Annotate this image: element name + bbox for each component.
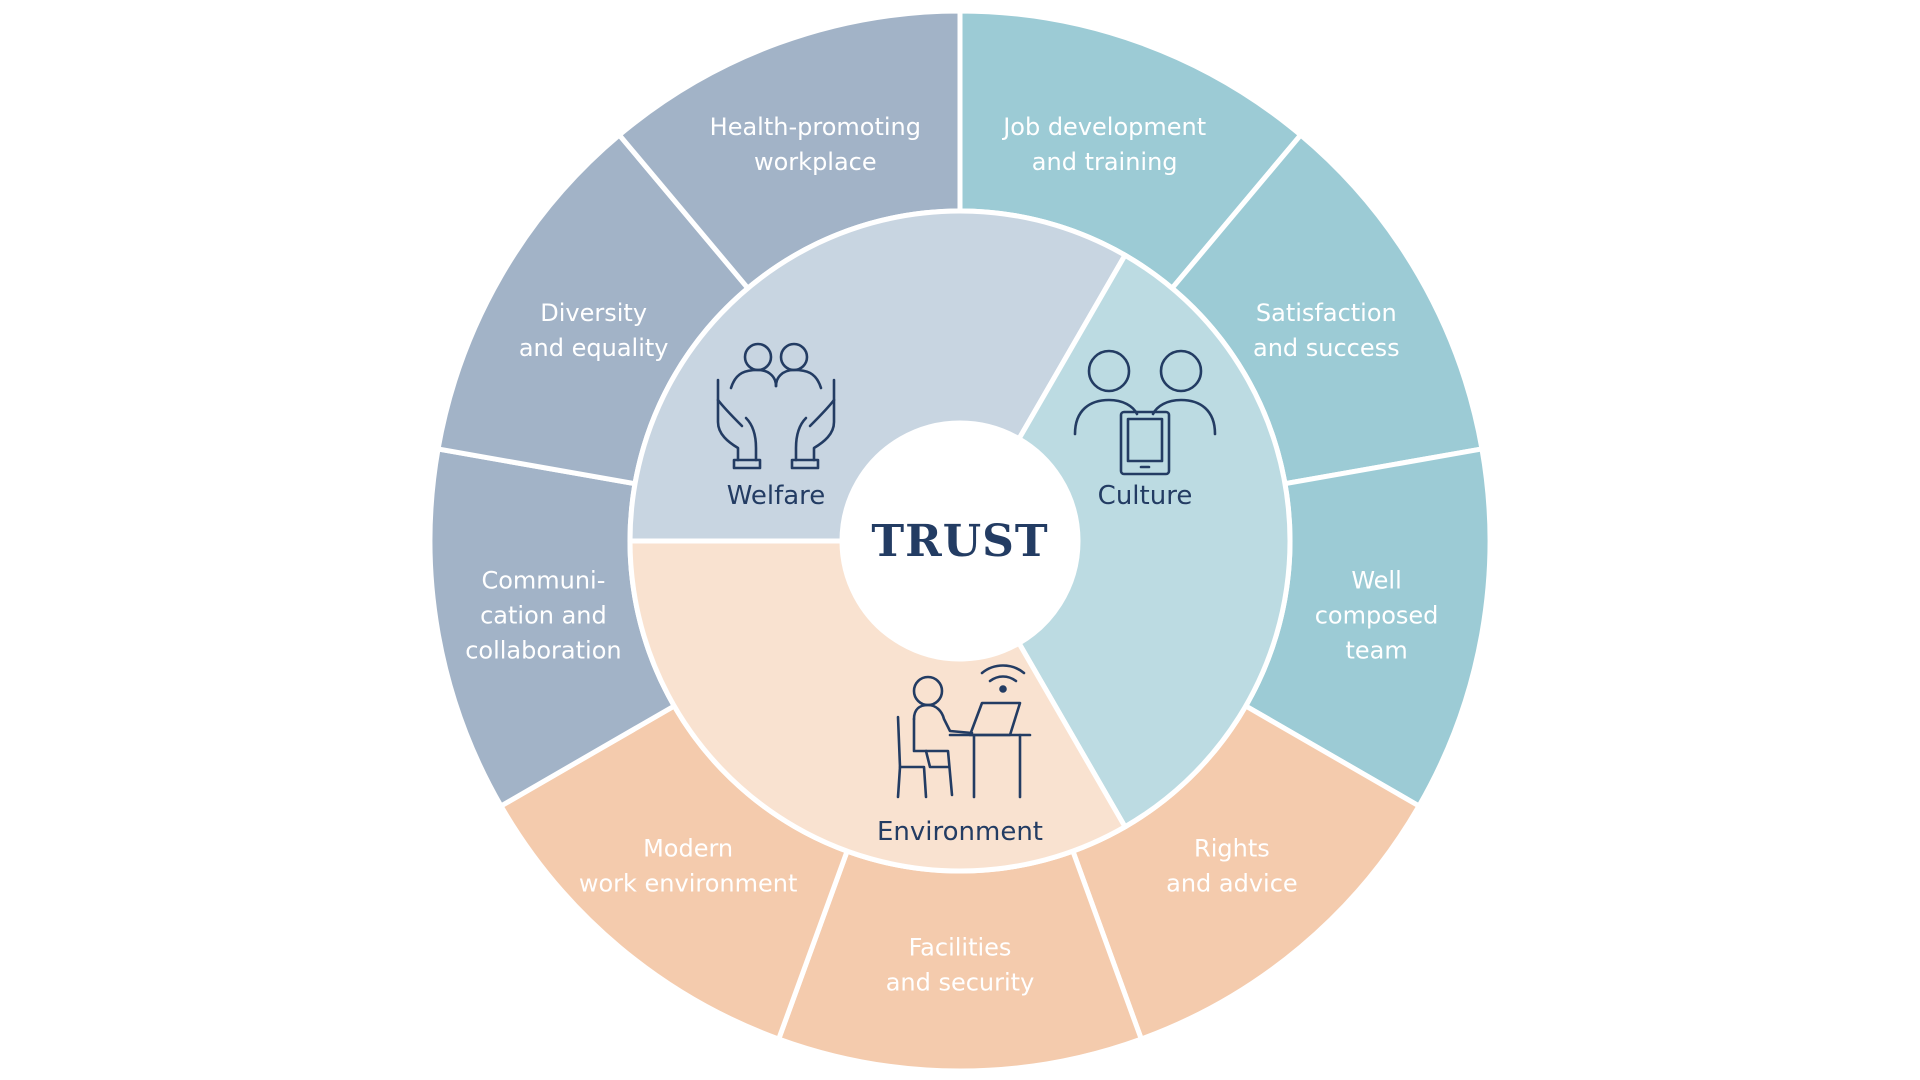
outer-segment-label-line: cation and <box>480 601 607 629</box>
outer-segment-label: Diversity and equality <box>519 299 669 362</box>
center-circle <box>842 423 1078 659</box>
inner-ring <box>627 208 1293 874</box>
inner-segment-label-welfare: Welfare <box>727 481 826 511</box>
caring-hands-people-icon <box>716 342 836 470</box>
outer-segment-label: Health-promoting workplace <box>710 113 921 176</box>
outer-segment-label: Job development and training <box>1001 113 1206 176</box>
outer-segment-label-line: Rights <box>1194 835 1270 863</box>
outer-segment-label: Rights and advice <box>1166 835 1298 898</box>
outer-segment-label-line: Well <box>1351 566 1401 594</box>
inner-segment-label-environment: Environment <box>877 817 1043 847</box>
outer-segment-label: Satisfaction and success <box>1253 299 1400 362</box>
outer-segment-label-line: Satisfaction <box>1256 299 1397 327</box>
outer-segment-label-line: Communi- <box>481 566 605 594</box>
center-label: TRUST <box>871 516 1048 567</box>
outer-segment-label-line: workplace <box>754 148 877 176</box>
outer-segment-label: Modern work environment <box>579 835 798 898</box>
outer-segment-label-line: Modern <box>643 835 733 863</box>
outer-segment-label-line: Health-promoting <box>710 113 921 141</box>
outer-segment-label-line: team <box>1345 636 1407 664</box>
outer-segment-label: Facilities and security <box>886 934 1035 997</box>
outer-segment-label-line: Job development <box>1001 113 1206 141</box>
outer-segment-label-line: and success <box>1253 334 1400 362</box>
outer-segment-label-line: and equality <box>519 334 669 362</box>
outer-segment-label: Well composed team <box>1315 566 1439 664</box>
outer-segment-label-line: Facilities <box>909 934 1012 962</box>
outer-segment-label-line: composed <box>1315 601 1439 629</box>
person-at-laptop-icon <box>896 664 1032 799</box>
outer-segment-label-line: and advice <box>1166 870 1298 898</box>
outer-segment-label-line: and training <box>1032 148 1178 176</box>
outer-ring <box>427 8 1493 1074</box>
outer-segment-label-line: and security <box>886 969 1035 997</box>
inner-segment-label-culture: Culture <box>1098 481 1193 511</box>
outer-segment-label-line: work environment <box>579 870 798 898</box>
outer-segment-label: Communi-cation and collaboration <box>465 566 621 664</box>
outer-segment-label-line: collaboration <box>465 636 621 664</box>
people-with-tablet-icon <box>1073 349 1217 476</box>
outer-segment-label-line: Diversity <box>540 299 647 327</box>
